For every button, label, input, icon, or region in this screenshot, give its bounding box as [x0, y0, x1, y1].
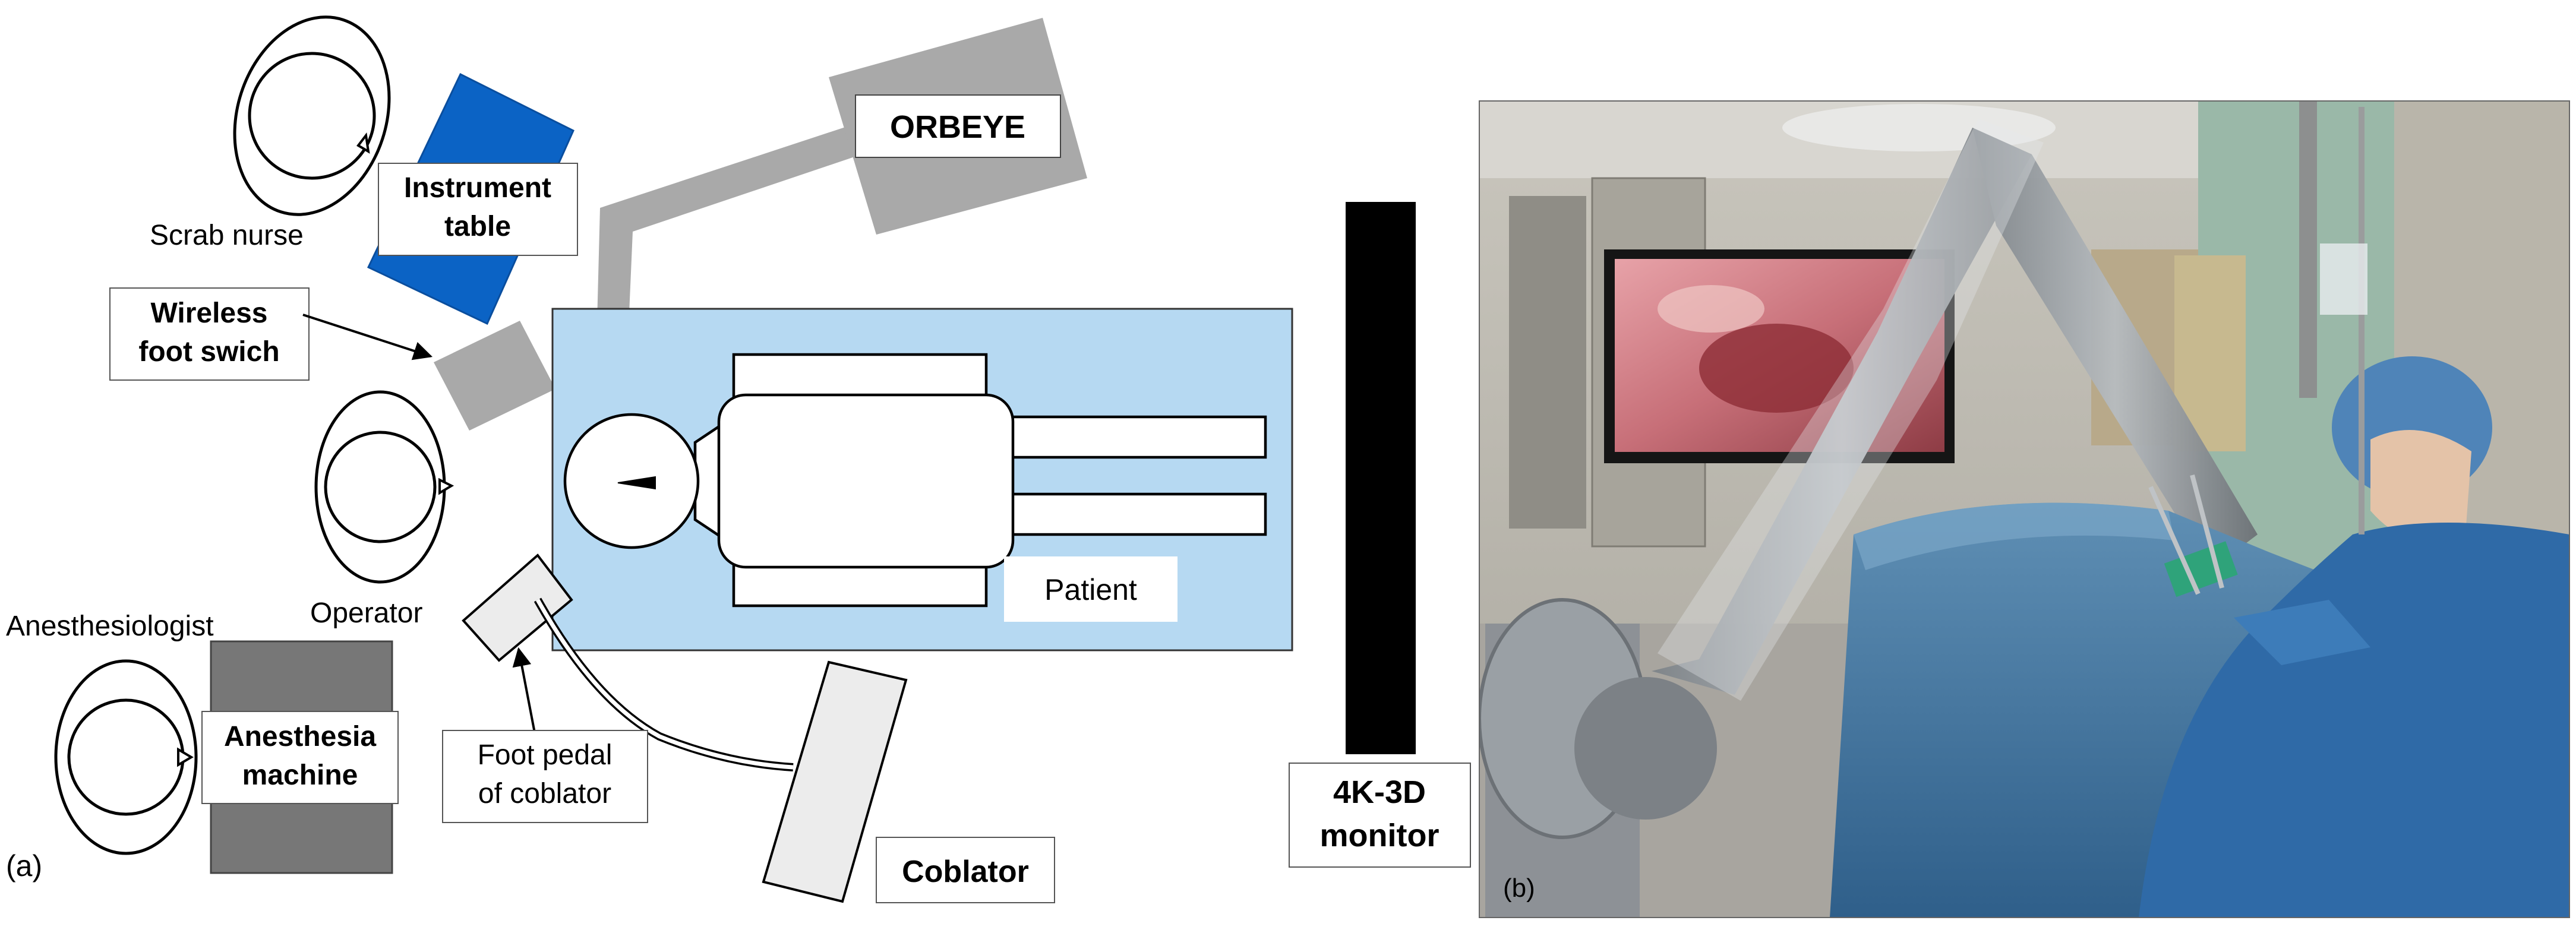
instrument-table-label-line2: table — [444, 211, 511, 242]
wireless-foot-switch-label-line1: Wireless — [150, 298, 267, 329]
scrub-nurse-person-icon — [233, 15, 391, 216]
anesthesiologist-person-icon — [54, 659, 198, 855]
wireless-foot-switch — [434, 321, 555, 431]
patient-label: Patient — [1044, 573, 1137, 606]
wireless-foot-switch-label-box — [109, 287, 310, 381]
4k-3d-monitor — [1346, 202, 1416, 754]
operator-label: Operator — [310, 597, 422, 629]
4k-3d-monitor-label-line1: 4K-3D — [1333, 774, 1426, 810]
patient-nose-pointer — [617, 476, 656, 490]
patient-figure — [563, 353, 1267, 608]
coblator-foot-pedal — [462, 553, 573, 662]
foot-pedal-label-box — [442, 730, 648, 823]
anesthesia-machine-label-box — [201, 711, 399, 804]
anesthesia-machine-label-line1: Anesthesia — [224, 721, 376, 752]
wireless-foot-switch-arrow — [302, 314, 433, 360]
patient-torso — [717, 393, 1015, 569]
coblator-label: Coblator — [902, 855, 1029, 889]
patient-arm-bottom — [732, 561, 988, 608]
anesthesiologist-label: Anesthesiologist — [6, 610, 214, 642]
4k-3d-monitor-label-box — [1289, 763, 1471, 868]
panel-a-label: (a) — [6, 849, 42, 882]
instrument-table-label-line1: Instrument — [404, 172, 551, 204]
foot-pedal-label-line2: of coblator — [478, 778, 611, 809]
orbeye-label: ORBEYE — [890, 109, 1025, 145]
panel-a-layout-diagram: Instrument table Scrab nurse ORBEYE Wire… — [6, 15, 1471, 903]
instrument-table-label-box — [378, 163, 578, 256]
panel-b-label: (b) — [1503, 874, 1535, 903]
patient-arm-top — [732, 353, 988, 399]
wireless-foot-switch-label-line2: foot swich — [138, 336, 279, 368]
coblator — [762, 660, 908, 903]
4k-3d-monitor-label-line2: monitor — [1320, 818, 1439, 853]
foot-pedal-label-line1: Foot pedal — [478, 739, 613, 771]
orbeye-label-box — [855, 94, 1061, 158]
scrub-nurse-label: Scrab nurse — [150, 220, 304, 251]
patient-leg-top — [1002, 415, 1267, 459]
patient-label-box — [1004, 556, 1177, 622]
operator-person-icon — [314, 390, 454, 584]
coblator-label-box — [876, 837, 1055, 903]
panel-b-operating-room-photo: (b) — [1479, 100, 2570, 918]
orbeye-arm — [594, 122, 870, 436]
anesthesia-machine-label-line2: machine — [242, 760, 358, 791]
patient-leg-bottom — [1002, 492, 1267, 536]
